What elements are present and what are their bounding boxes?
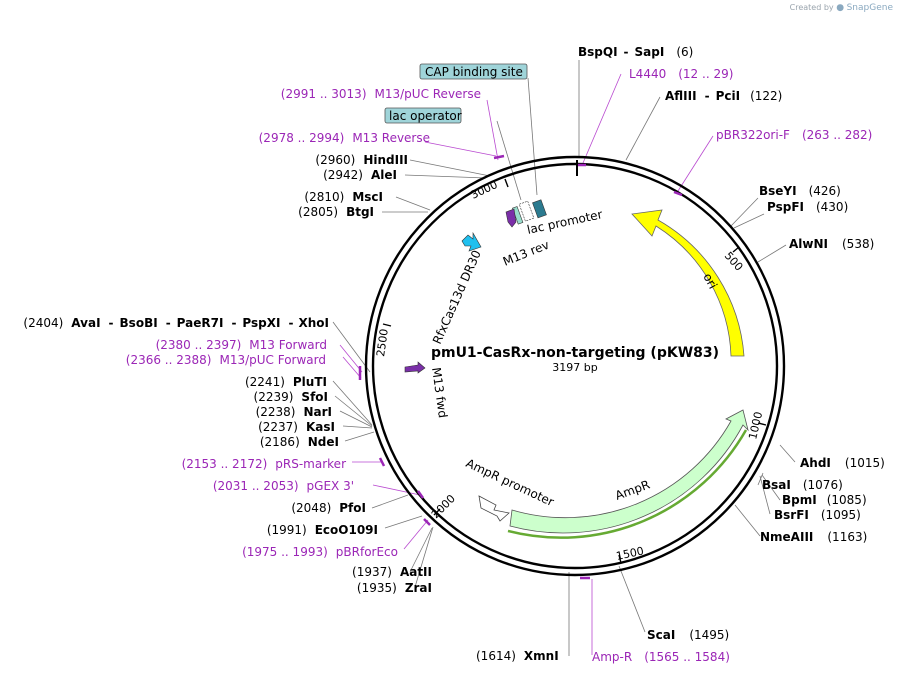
credit-text: Created by	[789, 3, 834, 12]
ori-label: ori	[700, 271, 720, 291]
site-xmni[interactable]: (1614)XmnI	[476, 649, 559, 663]
m13-fwd-label: M13 fwd	[429, 366, 450, 418]
m13-rev-label: M13 rev	[501, 238, 551, 269]
site-sfoi[interactable]: (2239)SfoI	[254, 390, 328, 404]
site-alwni[interactable]: AlwNI(538)	[789, 237, 874, 251]
site-pluti[interactable]: (2241)PluTI	[245, 375, 327, 389]
primer-m13-forward[interactable]: (2380 .. 2397)M13 Forward	[156, 338, 327, 352]
site-ecoo109i[interactable]: (1991)EcoO109I	[267, 523, 378, 537]
snapgene-logo-icon: ●	[836, 3, 845, 13]
lac-operator-label: lac operator	[389, 109, 462, 123]
ampr-outline	[507, 429, 748, 539]
site-scai[interactable]: ScaI(1495)	[647, 628, 729, 642]
site-msci[interactable]: (2810)MscI	[304, 190, 383, 204]
site-bspqi[interactable]: BspQI-SapI(6)	[578, 45, 693, 59]
m13-rev-feature[interactable]	[505, 208, 517, 228]
tick-2500: 2500	[374, 328, 391, 358]
tick-3000: 3000	[469, 178, 500, 202]
site-aatii[interactable]: (1937)AatII	[352, 565, 432, 579]
site-xhoi-group[interactable]: (2404)AvaI-BsoBI-PaeR7I-PspXI-XhoI	[23, 316, 329, 330]
primer-marks	[358, 154, 683, 580]
site-pfoi[interactable]: (2048)PfoI	[291, 501, 366, 515]
site-hindiii[interactable]: (2960)HindIII	[315, 153, 408, 167]
dr30-feature[interactable]	[461, 231, 482, 252]
backbone-outer	[364, 155, 786, 577]
site-afliii[interactable]: AflIII-PciI(122)	[665, 89, 782, 103]
lac-operator-feature[interactable]	[518, 200, 535, 222]
site-bsai[interactable]: BsaI(1076)	[762, 478, 843, 492]
lac-promoter-feature[interactable]	[532, 199, 547, 219]
site-nmeaiii[interactable]: NmeAIII(1163)	[760, 530, 867, 544]
primer-m13-reverse[interactable]: (2978 .. 2994)M13 Reverse	[259, 131, 430, 145]
leader-lines	[332, 60, 796, 656]
site-btgi[interactable]: (2805)BtgI	[298, 205, 374, 219]
ampr-promoter-label: AmpR promoter	[464, 456, 556, 509]
site-nari[interactable]: (2238)NarI	[256, 405, 332, 419]
scale-ticks	[382, 178, 767, 564]
primer-prs-marker[interactable]: (2153 .. 2172)pRS-marker	[182, 457, 346, 471]
backbone-inner	[371, 162, 779, 570]
site-zrai[interactable]: (1935)ZraI	[357, 581, 432, 595]
site-bpmi[interactable]: BpmI(1085)	[782, 493, 867, 507]
site-bsrfi[interactable]: BsrFI(1095)	[774, 508, 861, 522]
ampr-feature[interactable]	[509, 409, 749, 534]
primer-m13puc-reverse[interactable]: (2991 .. 3013)M13/pUC Reverse	[281, 87, 481, 101]
m13-fwd-feature[interactable]	[404, 361, 426, 374]
ori-feature[interactable]	[631, 209, 745, 357]
cap-binding-site-label: CAP binding site	[425, 65, 523, 79]
ampr-label: AmpR	[613, 477, 651, 502]
cap-binding-site-box[interactable]: CAP binding site	[419, 63, 528, 80]
tick-1500: 1500	[615, 544, 645, 563]
snapgene-credit: Created by ● SnapGene	[790, 3, 893, 13]
site-bseyi[interactable]: BseYI(426)	[759, 184, 841, 198]
site-pspfi[interactable]: PspFI(430)	[767, 200, 848, 214]
primer-amp-r[interactable]: Amp-R(1565 .. 1584)	[592, 650, 730, 664]
dr30-label: RfxCas13d DR30	[430, 248, 484, 346]
tick-2000: 2000	[429, 492, 458, 521]
credit-brand: SnapGene	[846, 3, 893, 13]
site-kasi[interactable]: (2237)KasI	[258, 420, 335, 434]
ampr-promoter-feature[interactable]	[478, 495, 510, 522]
primer-pbrforeco[interactable]: (1975 .. 1993)pBRforEco	[242, 545, 398, 559]
primer-pgex[interactable]: (2031 .. 2053)pGEX 3'	[213, 479, 354, 493]
plasmid-size: 3197 bp	[552, 361, 597, 374]
plasmid-title: pmU1-CasRx-non-targeting (pKW83)	[431, 345, 719, 361]
tick-1000: 1000	[746, 410, 765, 440]
primer-l4440[interactable]: L4440(12 .. 29)	[629, 67, 733, 81]
primer-leader-lines	[339, 73, 714, 655]
lac-operator-box[interactable]: lac operator	[384, 107, 462, 124]
site-ahdi[interactable]: AhdI(1015)	[800, 456, 885, 470]
site-alei[interactable]: (2942)AleI	[323, 168, 397, 182]
site-ndei[interactable]: (2186)NdeI	[260, 435, 339, 449]
primer-m13puc-forward[interactable]: (2366 .. 2388)M13/pUC Forward	[126, 353, 326, 367]
primer-pbr322ori-f[interactable]: pBR322ori-F(263 .. 282)	[716, 128, 872, 142]
